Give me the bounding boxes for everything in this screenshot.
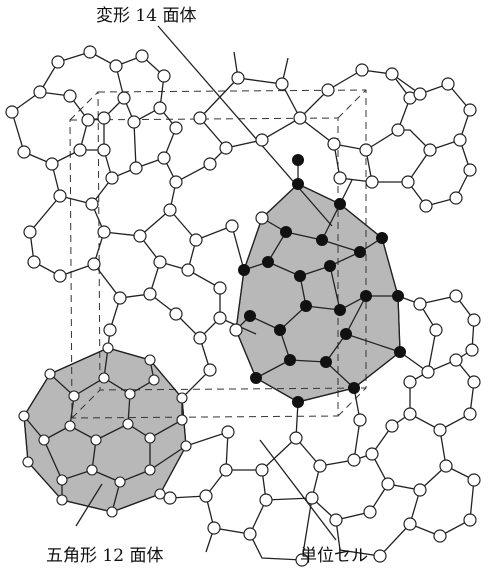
label-dodecahedron: 五角形 12 面体 (46, 548, 163, 565)
label-unit-cell: 単位セル (300, 548, 368, 565)
leader-line-unit-cell (260, 440, 336, 540)
leader-line-tetrakaidecahedron (158, 26, 332, 226)
label-tetrakaidecahedron: 変形 14 面体 (96, 8, 196, 25)
